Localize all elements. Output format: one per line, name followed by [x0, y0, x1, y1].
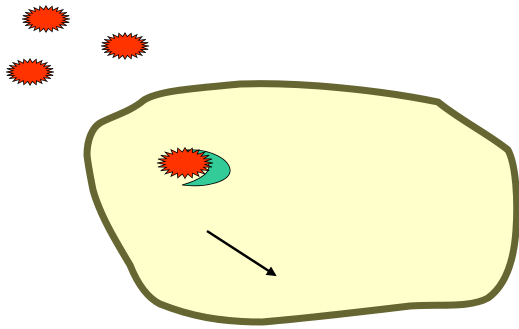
starburst-shape — [157, 148, 213, 179]
starburst-shape — [22, 6, 70, 32]
particle-starburst-icon-1 — [22, 6, 70, 32]
starburst-shape — [6, 59, 54, 85]
particle-starburst-icon-2 — [101, 33, 149, 59]
particle-starburst-icon-bound — [157, 148, 213, 179]
starburst-shape — [101, 33, 149, 59]
particle-starburst-icon-3 — [6, 59, 54, 85]
cell-membrane — [87, 84, 517, 322]
